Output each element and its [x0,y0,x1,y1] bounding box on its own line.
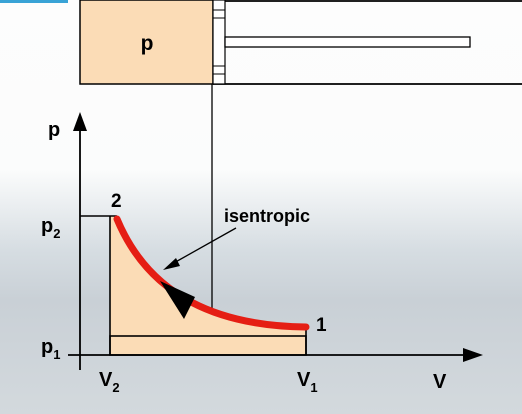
p1-strip [109,335,307,356]
p1-label: p1 [41,336,60,362]
v2-label: V2 [99,369,120,395]
isentropic-label: isentropic [224,206,310,226]
work-area [110,216,306,336]
y-axis-label: p [48,119,60,141]
x-axis-label: V [433,371,447,393]
pv-diagram: p V p2 p1 V2 V1 2 1 isentropic [41,112,483,395]
piston-rod [224,36,471,48]
p2-label: p2 [41,215,60,241]
y-axis-arrowhead [73,112,87,131]
piston-head [212,0,226,85]
accent-corner [0,0,68,3]
v1-label: V1 [297,369,318,395]
piston-cylinder: p [79,0,522,85]
state-2-label: 2 [111,191,122,212]
isentropic-leader-line [171,227,237,265]
x-axis-arrowhead [463,348,483,362]
chamber-pressure-label: p [141,32,154,55]
isentropic-leader-arrowhead [163,258,180,270]
cylinder-chamber [79,0,214,85]
state-1-label: 1 [316,315,327,336]
compression-direction-arrow [160,281,195,319]
